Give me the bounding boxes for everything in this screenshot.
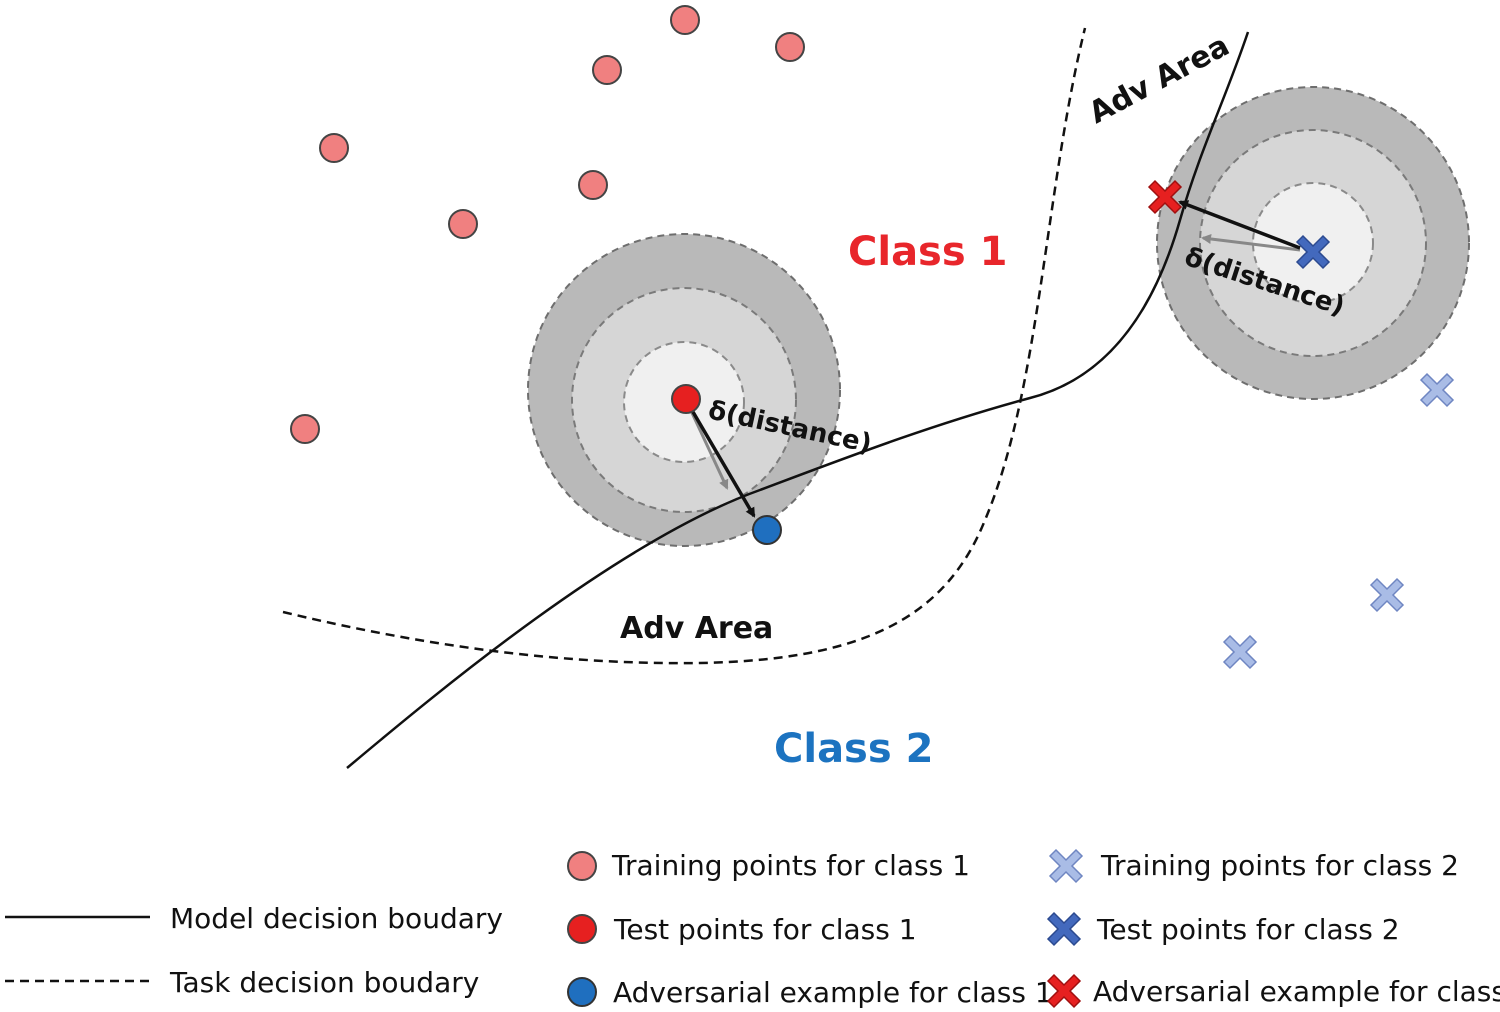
legend-train-class1-label: Training points for class 1: [611, 849, 970, 882]
train-point-c2: [1420, 373, 1454, 407]
train-point-c1: [448, 209, 478, 239]
legend-test-class2-label: Test points for class 2: [1096, 913, 1400, 946]
legend-task-boundary-label: Task decision boudary: [169, 966, 479, 999]
right-ring-inner: [1252, 182, 1374, 304]
legend-test-class2-swatch: [1047, 912, 1081, 946]
train-point-c1: [290, 414, 320, 444]
training-points-class2: [1223, 373, 1454, 669]
train-point-c1: [319, 133, 349, 163]
test-point-class1: [671, 384, 701, 414]
train-point-c1: [775, 32, 805, 62]
legend-adv-class2-swatch: [1047, 974, 1081, 1008]
legend: Model decision boudary Task decision bou…: [5, 849, 1500, 1009]
legend-train-class2-swatch: [1049, 849, 1083, 883]
legend-test-class1-label: Test points for class 1: [613, 913, 917, 946]
right-gray-arrow: [1201, 234, 1301, 252]
adversarial-example-class1: [752, 515, 782, 545]
adv-area-left-label: Adv Area: [620, 611, 773, 646]
adv-area-right-label: Adv Area: [1083, 28, 1235, 131]
train-point-c1: [578, 170, 608, 200]
legend-model-boundary-label: Model decision boudary: [170, 902, 503, 935]
right-perturbation-region: [1156, 86, 1470, 400]
train-point-c2: [1223, 635, 1257, 669]
right-delta-arrow: [1178, 200, 1301, 250]
class1-label: Class 1: [848, 229, 1007, 275]
left-delta-arrow: [684, 399, 756, 518]
train-point-c1: [670, 5, 700, 35]
train-point-c1: [592, 55, 622, 85]
legend-train-class1-swatch: [567, 851, 597, 881]
training-points-class1: [290, 5, 805, 444]
model-decision-boundary: [346, 31, 1250, 769]
legend-test-class1-swatch: [567, 914, 597, 944]
legend-train-class2-label: Training points for class 2: [1100, 849, 1459, 882]
legend-adv-class2-label: Adversarial example for class 2: [1093, 975, 1500, 1008]
legend-adv-class1-label: Adversarial example for class 1: [613, 976, 1053, 1009]
legend-adv-class1-swatch: [567, 977, 597, 1007]
train-point-c2: [1370, 578, 1404, 612]
class2-label: Class 2: [774, 726, 933, 772]
